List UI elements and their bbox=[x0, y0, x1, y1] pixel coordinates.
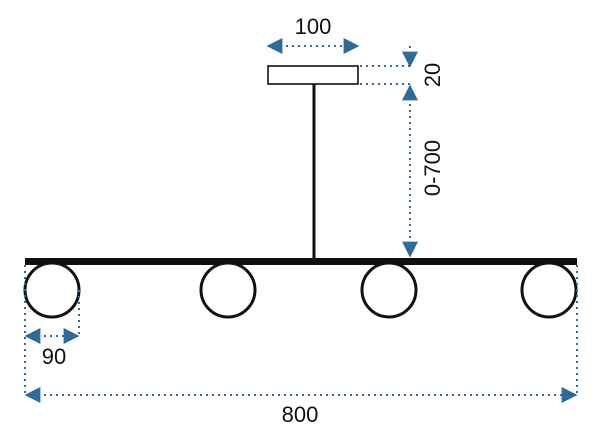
dimension-total-length: 800 bbox=[24, 265, 578, 427]
canopy-width-label: 100 bbox=[295, 14, 332, 39]
dimension-canopy-width: 100 bbox=[266, 14, 360, 54]
horizontal-bar bbox=[25, 258, 577, 265]
cable-length-label: 0-700 bbox=[420, 140, 445, 196]
glass-shade-1 bbox=[23, 261, 81, 319]
ceiling-canopy bbox=[267, 65, 359, 85]
glass-shade-3 bbox=[360, 261, 418, 319]
dimension-shade-diameter: 90 bbox=[24, 265, 80, 395]
shade-diameter-label: 90 bbox=[42, 344, 66, 369]
glass-shade-2 bbox=[199, 261, 257, 319]
dimension-cable-length: 0-700 bbox=[402, 84, 445, 258]
canopy-height-label: 20 bbox=[420, 63, 445, 87]
total-length-label: 800 bbox=[282, 402, 319, 427]
glass-shade-4 bbox=[520, 261, 578, 319]
lamp-fixture bbox=[23, 65, 578, 319]
dimension-canopy-height: 20 bbox=[360, 46, 445, 87]
